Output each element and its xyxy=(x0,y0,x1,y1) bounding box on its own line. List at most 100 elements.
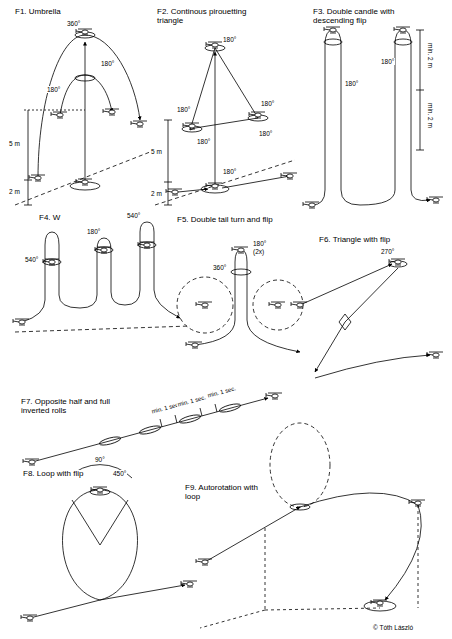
helicopter-icon xyxy=(51,112,67,118)
helicopter-icon xyxy=(21,615,37,621)
helicopter-icon xyxy=(266,393,282,399)
leader-line xyxy=(100,500,128,545)
helicopter-icon xyxy=(371,600,387,606)
dimension-tick xyxy=(24,180,32,181)
helicopter-icon xyxy=(389,259,405,265)
angle-label: 180° xyxy=(260,100,275,107)
figure-title: F6. Triangle with flip xyxy=(318,236,420,245)
dimension-tick xyxy=(416,150,424,151)
pirouette-ellipse xyxy=(138,242,156,248)
helicopter-icon xyxy=(43,259,59,265)
angle-label: 540° xyxy=(24,256,39,263)
ground-line xyxy=(15,152,150,205)
dimension-tick xyxy=(164,205,172,206)
helicopter-icon xyxy=(183,123,199,129)
dimension-line xyxy=(28,110,29,205)
helicopter-icon xyxy=(303,202,319,208)
flight-path xyxy=(222,176,290,188)
flight-path xyxy=(215,52,216,186)
dimension-label: min. 2 m xyxy=(427,42,434,69)
helicopter-icon xyxy=(269,302,285,308)
flight-path xyxy=(205,507,300,562)
flight-path xyxy=(38,35,140,178)
figure-title: F7. Opposite half and full inverted roll… xyxy=(20,398,128,416)
flight-path xyxy=(60,75,112,115)
dimension-tick xyxy=(164,182,172,183)
perspective-line xyxy=(200,610,265,628)
angle-label: 180° xyxy=(222,36,237,43)
copyright-note: © Tóth László xyxy=(372,624,414,631)
helicopter-icon xyxy=(427,352,443,358)
figure-triangle xyxy=(155,42,297,205)
figure-title: F8. Loop with flip xyxy=(22,470,84,479)
helicopter-icon xyxy=(324,27,340,33)
angle-label: 180° xyxy=(46,86,61,93)
time-label: min. 1 sec. xyxy=(206,385,238,399)
dimension-tick xyxy=(164,120,172,121)
helicopter-icon xyxy=(427,197,443,203)
figure-w xyxy=(13,222,190,332)
figure-double-candle xyxy=(303,27,443,208)
helicopter-icon xyxy=(281,173,297,179)
figure-title: F4. W xyxy=(38,214,61,223)
roll-symbol xyxy=(219,402,242,413)
dimension-label: min. 2 m xyxy=(427,102,434,129)
angle-label: 540° xyxy=(126,212,141,219)
flight-path xyxy=(315,268,398,372)
helicopter-icon xyxy=(138,242,154,248)
angle-label: 360° xyxy=(66,20,81,27)
angle-label: 180° xyxy=(86,228,101,235)
dimension-tick xyxy=(24,205,32,206)
helicopter-icon xyxy=(13,319,29,325)
helicopter-icon xyxy=(206,183,222,189)
time-tick xyxy=(200,408,202,416)
figure-umbrella xyxy=(15,29,150,205)
angle-label: 180° xyxy=(100,60,115,67)
helicopter-icon xyxy=(186,342,202,348)
flight-path xyxy=(315,355,430,378)
angle-label: 270° xyxy=(380,248,395,255)
pirouette-ellipse xyxy=(95,247,113,253)
pirouette-ellipse xyxy=(394,39,412,45)
time-tick xyxy=(215,404,217,412)
pirouette-ellipse xyxy=(43,259,61,265)
flight-path xyxy=(30,490,185,618)
flight-path xyxy=(177,277,233,333)
leader-line xyxy=(72,500,100,545)
angle-label: 180° xyxy=(380,58,395,65)
helicopter-icon xyxy=(91,487,107,493)
helicopter-icon xyxy=(249,112,265,118)
helicopter-icon xyxy=(394,27,410,33)
helicopter-icon xyxy=(76,29,92,35)
time-tick xyxy=(160,419,162,427)
figure-loop-flip xyxy=(21,465,197,621)
dimension-line xyxy=(168,120,169,205)
helicopter-icon xyxy=(95,247,111,253)
ground-line xyxy=(15,326,190,332)
angle-label: 180° xyxy=(344,80,359,87)
dimension-label: 2 m xyxy=(8,188,21,195)
angle-label: 180° xyxy=(196,138,211,145)
angle-label: (2x) xyxy=(252,248,265,255)
figure-triangle-flip xyxy=(291,259,443,378)
pirouette-ellipse xyxy=(290,504,310,510)
dimension-tick xyxy=(416,90,424,91)
dimension-tick xyxy=(416,30,424,31)
figure-title: F2. Continous pirouetting triangle xyxy=(156,8,266,26)
time-tick xyxy=(175,415,177,423)
helicopter-icon xyxy=(29,175,45,181)
dimension-label: 5 m xyxy=(8,140,21,147)
perspective-line xyxy=(418,505,419,608)
helicopter-icon xyxy=(23,459,39,465)
helicopter-icon xyxy=(103,109,119,115)
dimension-label: 5 m xyxy=(150,148,163,155)
roll-symbol xyxy=(99,435,122,446)
dimension-label: 2 m xyxy=(150,190,163,197)
flight-path xyxy=(300,264,392,305)
helicopter-icon xyxy=(232,247,248,253)
flight-path xyxy=(85,42,86,182)
pirouette-ellipse xyxy=(324,39,342,45)
angle-label: 450° xyxy=(112,470,127,477)
